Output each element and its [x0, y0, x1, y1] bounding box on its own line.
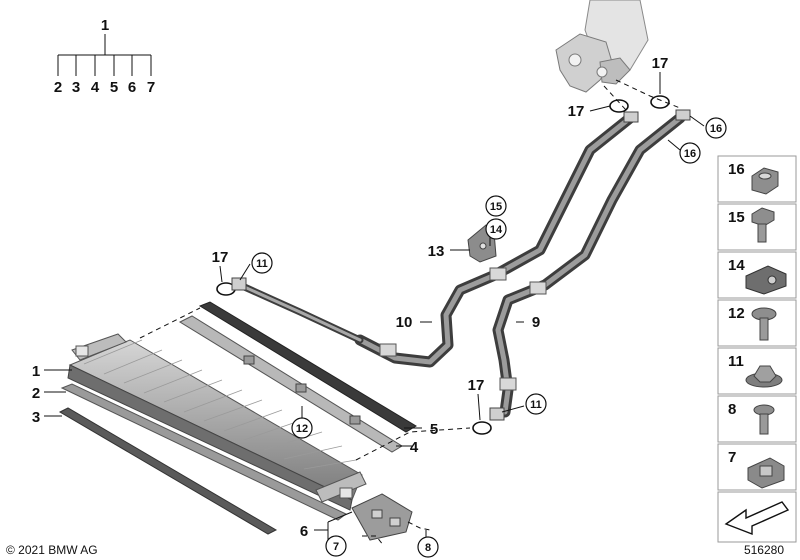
tree-child-number: 7	[147, 79, 155, 96]
circled-callout-11: 11	[525, 393, 547, 415]
oil-cooler-line-9	[492, 112, 686, 418]
part-hierarchy-tree: 1 2 3 4 5 6 7	[54, 17, 155, 96]
fastener-legend: 16 15 14 12 11	[717, 155, 797, 543]
svg-text:16: 16	[684, 148, 696, 160]
callout-9: 9	[532, 314, 540, 331]
tree-child-number: 3	[72, 79, 80, 96]
callout-4: 4	[410, 439, 419, 456]
svg-text:7: 7	[728, 449, 736, 466]
svg-text:12: 12	[728, 305, 745, 322]
svg-text:8: 8	[728, 401, 736, 418]
svg-text:11: 11	[728, 353, 744, 370]
assembly-line	[603, 85, 627, 111]
legend-tile-12: 12	[717, 299, 797, 347]
tree-child-number: 2	[54, 79, 62, 96]
seal-strip-5	[198, 301, 417, 433]
hose-end-fitting	[231, 277, 505, 421]
tree-child-number: 4	[91, 79, 100, 96]
callout-1: 1	[32, 363, 40, 380]
legend-tile-7: 7	[717, 443, 797, 491]
orientation-arrow-tile	[717, 491, 797, 543]
svg-text:14: 14	[490, 224, 503, 236]
legend-tile-11: 11	[717, 347, 797, 395]
svg-text:7: 7	[333, 541, 339, 553]
callout-13: 13	[428, 243, 445, 260]
svg-text:11: 11	[256, 258, 268, 270]
seal-strip-3	[58, 407, 278, 535]
assembly-line	[615, 79, 681, 109]
svg-text:16: 16	[710, 123, 722, 135]
copyright-notice: © 2021 BMW AG	[6, 543, 98, 557]
svg-text:11: 11	[530, 399, 542, 411]
legend-tile-14: 14	[717, 251, 797, 299]
holder-6	[351, 493, 413, 541]
circled-callout-16: 16	[705, 117, 727, 139]
callout-17: 17	[568, 103, 585, 120]
circled-callout-7: 7	[325, 535, 347, 557]
assembly-line	[362, 535, 385, 547]
svg-text:14: 14	[728, 257, 745, 274]
callout-17: 17	[652, 55, 669, 72]
circled-callout-15: 15	[485, 195, 507, 217]
svg-text:15: 15	[728, 209, 745, 226]
callout-2: 2	[32, 385, 40, 402]
oil-cooler-radiator	[67, 333, 367, 511]
circled-callout-14: 14	[485, 218, 507, 240]
assembly-line	[355, 427, 471, 461]
circled-callout-12: 12	[291, 417, 313, 439]
callout-5: 5	[430, 421, 438, 438]
svg-text:8: 8	[425, 542, 431, 554]
legend-tile-15: 15	[717, 203, 797, 251]
callout-3: 3	[32, 409, 40, 426]
callout-17: 17	[468, 377, 485, 394]
assembly-line	[407, 521, 431, 531]
svg-text:16: 16	[728, 161, 745, 178]
svg-text:15: 15	[490, 201, 502, 213]
tree-child-number: 6	[128, 79, 136, 96]
circled-callout-8: 8	[417, 536, 439, 558]
oil-cooler-line-10	[236, 112, 636, 368]
circled-callout-11: 11	[251, 252, 273, 274]
svg-text:12: 12	[296, 423, 308, 435]
diagram-number: 516280	[744, 543, 784, 557]
pipe-fitting	[623, 109, 691, 123]
callout-leaders	[44, 72, 705, 545]
tree-root-number: 1	[101, 17, 109, 34]
callout-17: 17	[212, 249, 229, 266]
callout-10: 10	[396, 314, 413, 331]
circled-callout-16: 16	[679, 142, 701, 164]
tree-child-number: 5	[110, 79, 118, 96]
transmission-housing	[555, 0, 649, 93]
assembly-line	[139, 307, 201, 339]
legend-tile-16: 16	[717, 155, 797, 203]
legend-tile-8: 8	[717, 395, 797, 443]
callout-6: 6	[300, 523, 308, 540]
